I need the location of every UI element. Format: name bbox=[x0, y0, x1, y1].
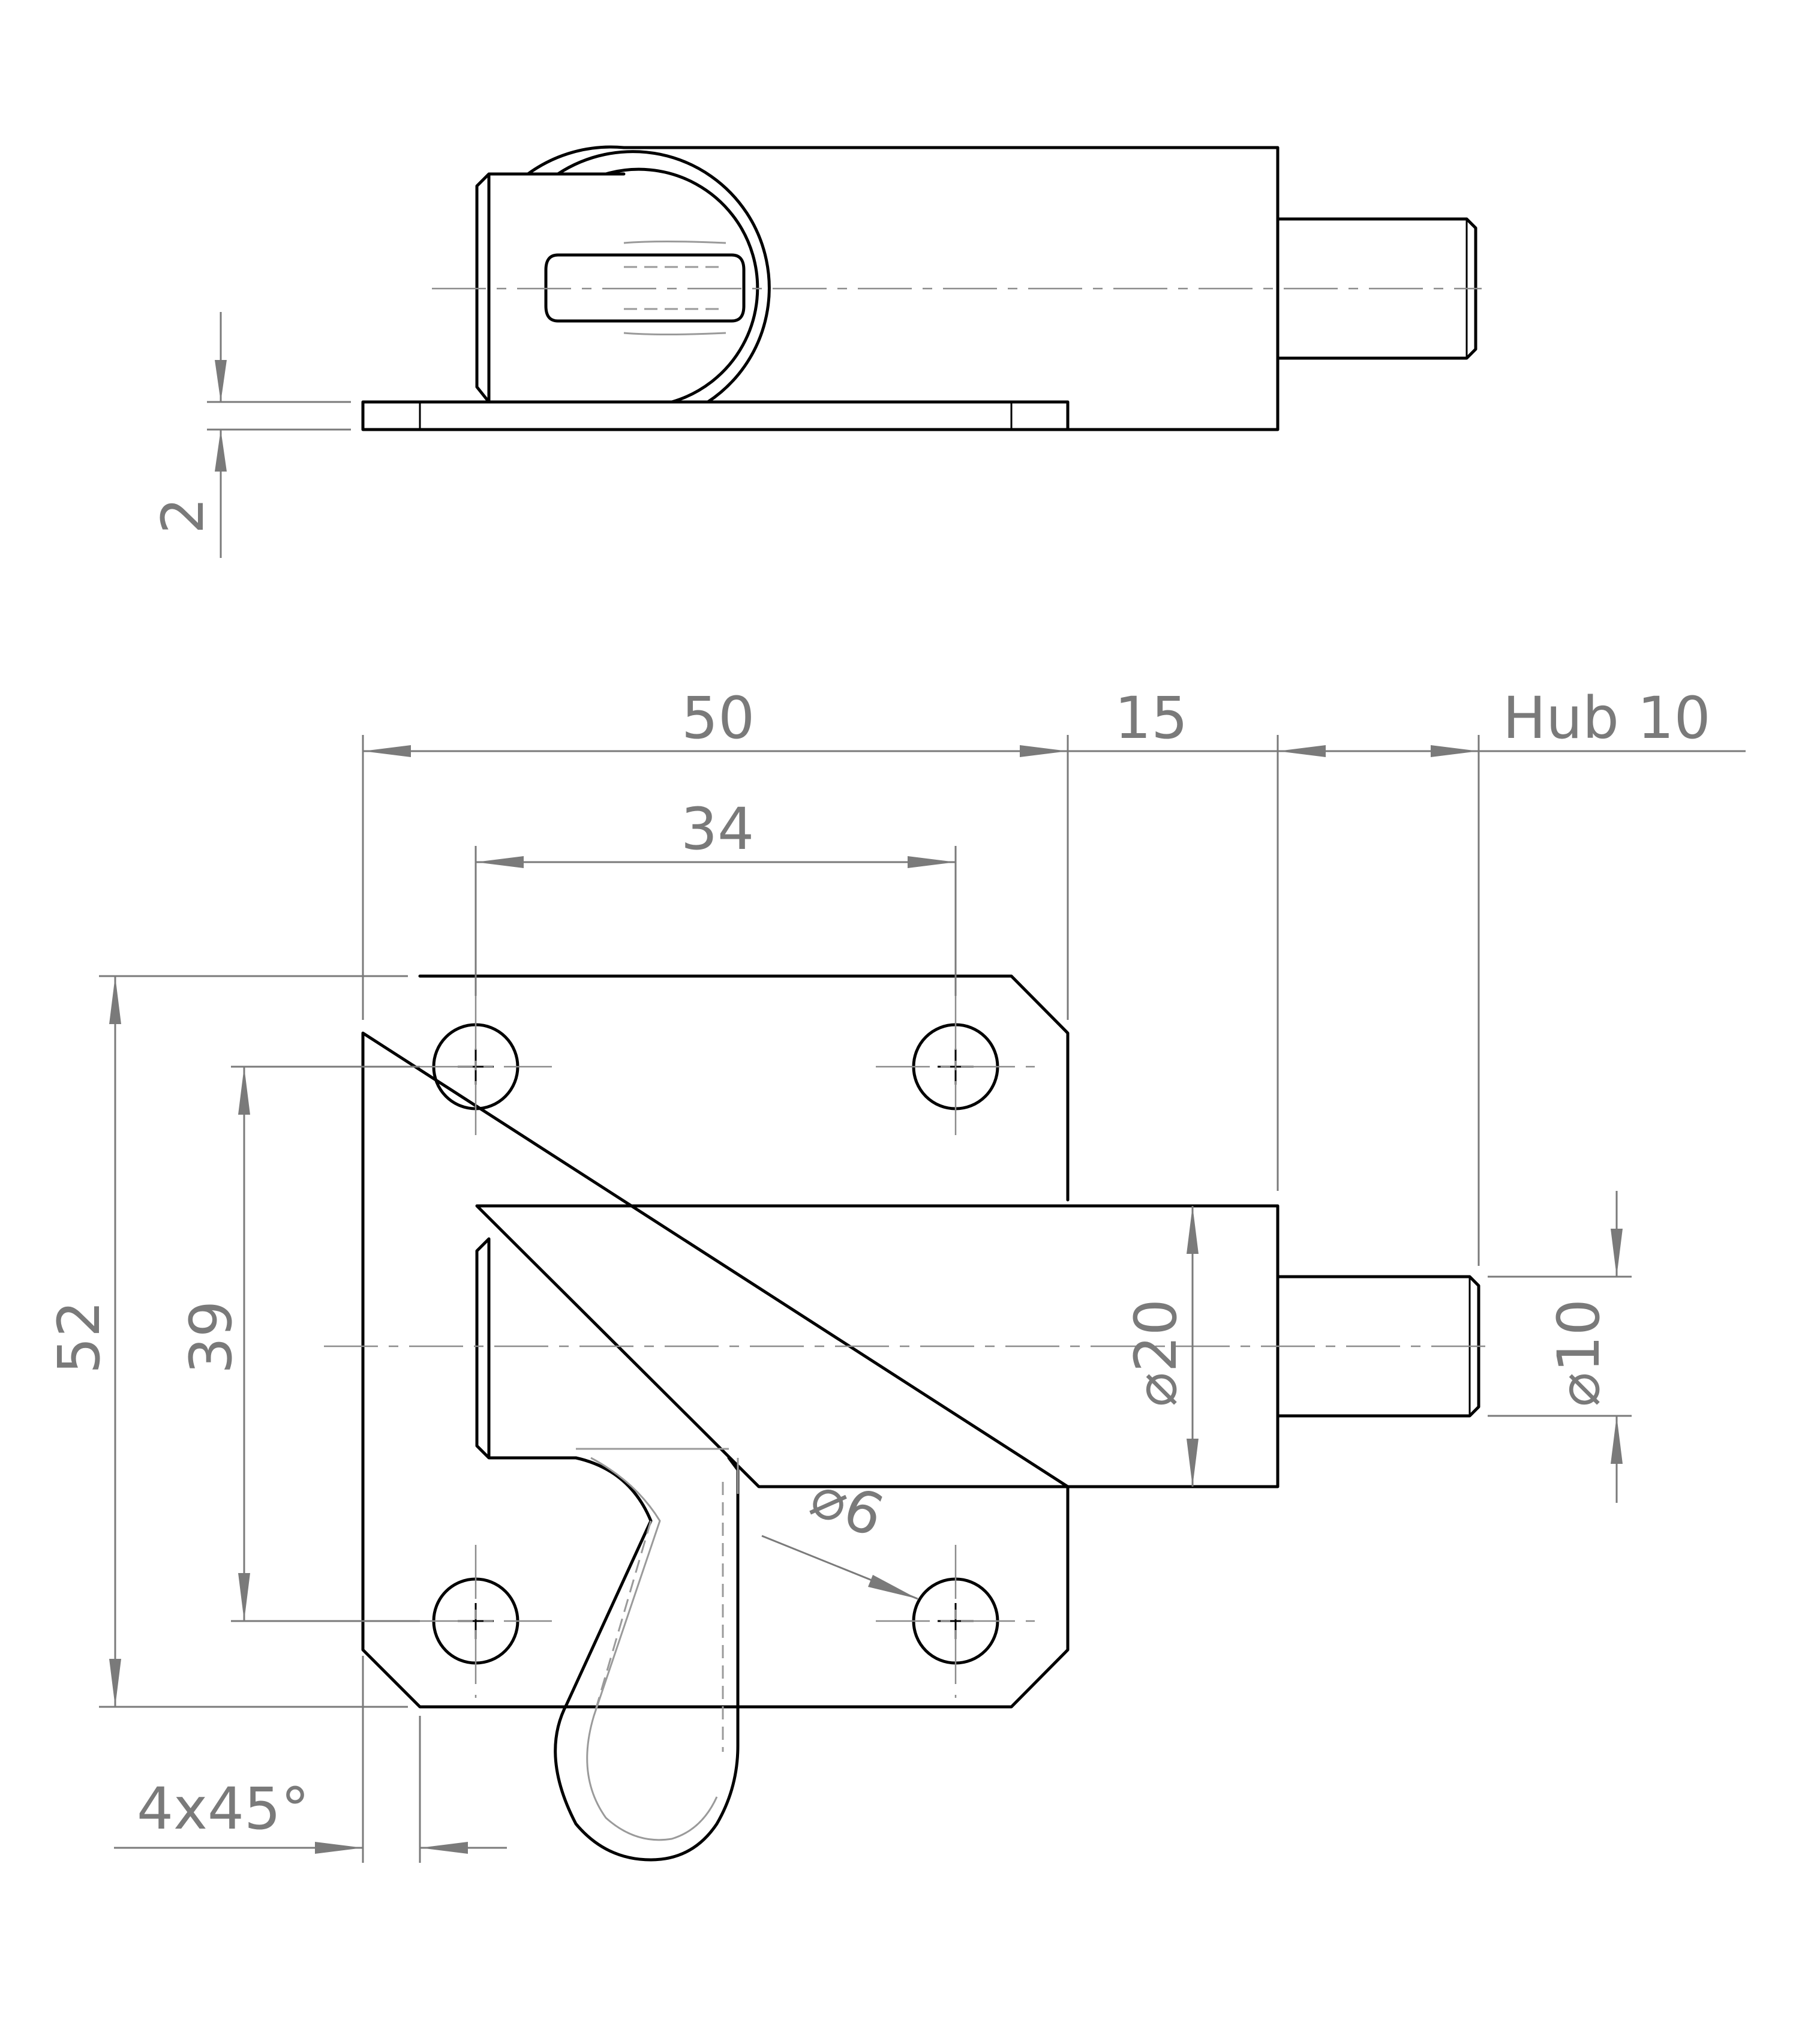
dim-plate-height-label: 52 bbox=[46, 1301, 113, 1374]
dim-hole-spacing-v-arrow-bottom bbox=[238, 1573, 250, 1621]
dim-stroke-label: Hub 10 bbox=[1503, 685, 1711, 752]
front-view-handle bbox=[554, 1456, 740, 1862]
front-view bbox=[324, 974, 1488, 1862]
dim-plate-width-label: 50 bbox=[681, 685, 755, 752]
dim-plate-thickness-arrow-top bbox=[215, 360, 227, 402]
mounting-hole-bottom-right bbox=[876, 1545, 1035, 1698]
dim-plate-width-arrow-right bbox=[1020, 745, 1068, 757]
dim-hole-diameter-arrow bbox=[868, 1575, 918, 1599]
side-view-knob-ghost-arc-top bbox=[623, 241, 726, 244]
front-view-base-plate bbox=[361, 974, 1070, 1709]
dim-bolt-diameter-arrow-top bbox=[1611, 1229, 1623, 1277]
side-view-knob-ghost-arc-bottom bbox=[623, 332, 726, 335]
dim-chamfer-label: 4x45° bbox=[137, 1775, 310, 1842]
front-view-handle-ghost-outline bbox=[576, 1448, 739, 1841]
dim-plate-thickness-label: 2 bbox=[149, 497, 217, 534]
dim-hole-spacing-h-arrow-right bbox=[908, 856, 956, 868]
dimensions: 50 15 Hub 10 34 52 39 bbox=[46, 685, 1746, 1863]
side-view-curved-guide bbox=[556, 150, 771, 404]
dim-body-diameter-label: ⌀20 bbox=[1122, 1299, 1190, 1407]
front-view-housing-slot bbox=[475, 1237, 578, 1460]
dim-bolt-diameter-label: ⌀10 bbox=[1545, 1299, 1612, 1407]
mounting-hole-bottom-left bbox=[419, 1545, 552, 1698]
side-view-handle-knob bbox=[544, 253, 746, 323]
side-view-base-plate bbox=[361, 400, 1070, 431]
dim-plate-width-arrow-left bbox=[363, 745, 411, 757]
dim-plate-thickness-arrow-bottom bbox=[215, 430, 227, 472]
front-view-cylinder-body bbox=[475, 1204, 1280, 1488]
dim-hole-spacing-v-arrow-top bbox=[238, 1067, 250, 1115]
dim-hole-diameter-label: ⌀6 bbox=[802, 1462, 893, 1550]
dim-hole-spacing-h-arrow-left bbox=[476, 856, 524, 868]
dim-plate-height-arrow-top bbox=[109, 976, 121, 1024]
dim-chamfer-arrow-left bbox=[315, 1842, 363, 1854]
dim-hole-spacing-h-label: 34 bbox=[681, 796, 754, 863]
dim-bolt-diameter-arrow-bottom bbox=[1611, 1416, 1623, 1464]
mounting-hole-top-right bbox=[876, 996, 1035, 1143]
side-view-cylinder-body bbox=[526, 145, 1280, 431]
mounting-hole-top-left bbox=[419, 996, 552, 1143]
dim-hole-spacing-v-label: 39 bbox=[178, 1301, 245, 1374]
side-view-curved-guide-inner bbox=[604, 167, 759, 404]
dim-body-diameter-arrow-bottom bbox=[1187, 1439, 1199, 1487]
dim-overhang-label: 15 bbox=[1115, 685, 1188, 752]
side-view: 2 bbox=[149, 145, 1482, 558]
dim-body-diameter-arrow-top bbox=[1187, 1206, 1199, 1254]
dim-plate-height-arrow-bottom bbox=[109, 1659, 121, 1707]
dim-chamfer-arrow-right bbox=[420, 1842, 468, 1854]
dim-stroke-arrow-right bbox=[1431, 745, 1479, 757]
front-view-handle-hidden-line bbox=[593, 1520, 652, 1716]
